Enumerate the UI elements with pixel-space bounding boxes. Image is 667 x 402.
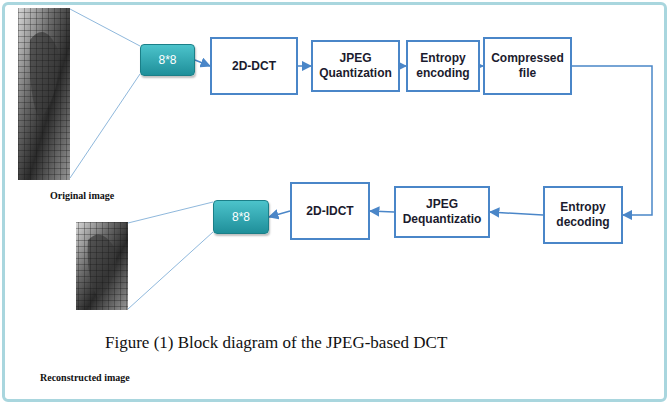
original-image <box>18 8 70 180</box>
image-grid <box>76 222 128 310</box>
image-label: Original image <box>50 190 114 201</box>
block-split-line <box>70 9 140 46</box>
process-box: 2D-IDCT <box>290 182 370 240</box>
block-merge-line <box>128 202 213 223</box>
figure-caption: Figure (1) Block diagram of the JPEG-bas… <box>105 333 447 353</box>
process-box: Entropy decoding <box>543 186 623 244</box>
flow-arrow <box>490 212 543 215</box>
flow-arrow <box>298 65 311 67</box>
process-box: 2D-DCT <box>210 37 298 95</box>
image-fill <box>18 8 70 180</box>
block-merge-line <box>128 232 213 309</box>
image-grid <box>18 8 70 180</box>
flow-arrow <box>269 211 290 217</box>
process-box: Entropy encoding <box>406 40 480 92</box>
box-label: Entropy decoding <box>545 200 621 230</box>
box-label: 2D-IDCT <box>302 204 357 219</box>
box-label: JPEG Quantization <box>313 51 398 81</box>
flow-arrow <box>195 60 210 66</box>
image-fill <box>76 222 128 310</box>
flow-arrow <box>370 211 394 212</box>
box-label: 8*8 <box>154 53 180 68</box>
box-label: 2D-DCT <box>228 59 280 74</box>
box-label: 8*8 <box>228 210 254 225</box>
box-label: Compressed file <box>485 51 570 81</box>
reconstructed-image <box>76 222 128 310</box>
process-box: JPEG Dequantizatio <box>394 186 490 238</box>
block-split-line <box>70 74 140 178</box>
box-label: Entropy encoding <box>408 51 478 81</box>
process-box: JPEG Quantization <box>311 40 400 92</box>
process-box: Compressed file <box>483 37 572 95</box>
block-split-box: 8*8 <box>213 200 269 234</box>
box-label: JPEG Dequantizatio <box>396 197 488 227</box>
block-split-box: 8*8 <box>140 44 195 76</box>
image-label: Reconstructed image <box>40 372 130 383</box>
